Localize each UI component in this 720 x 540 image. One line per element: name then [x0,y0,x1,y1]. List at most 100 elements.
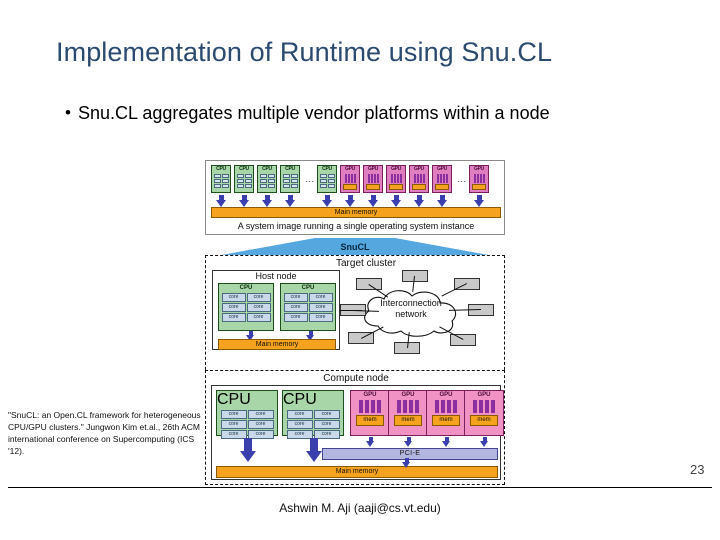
cpu-core-cell [267,173,275,178]
cpu-core: core [221,303,246,312]
ellipsis-icon: ... [457,174,467,184]
cpu-core: core [220,420,247,429]
cpu-core: core [313,430,340,439]
gpu-bus-arrow-icon [366,437,375,447]
ellipsis-icon: ... [305,174,315,184]
cpu-core-cell [213,183,221,188]
host-memory-arrow-icon [306,331,315,341]
cluster-node-box [450,334,476,346]
network-label-line1: Interconnection [380,298,442,308]
cpu-core-cell [327,183,335,188]
cpu-chip-cores [281,172,299,192]
cpu-core: core [308,303,333,312]
gpu-chip-body [470,172,488,192]
cpu-chip-label: CPU [239,166,249,172]
cpu-core-cell [213,178,221,183]
gpu-core-bar [436,174,439,183]
gpu-chip-body [341,172,359,192]
bullet-marker-icon: • [65,103,71,122]
cpu-chip: CPU [280,165,300,193]
cpu-core: core [246,293,271,302]
cpu-core-cell [282,173,290,178]
memory-link-arrow-icon [284,195,296,207]
gpu-chip-label: GPU [368,166,378,172]
system-main-memory-bar: Main memory [211,207,501,218]
cpu-chip: CPU [257,165,277,193]
cpu-chip: CPU [211,165,231,193]
gpu-chip-body [387,172,405,192]
gpu-core-bar [350,174,353,183]
gpu-core-bar [435,400,439,413]
cpu-core-cell [327,173,335,178]
cpu-core: core [246,303,271,312]
gpu-core-bars [389,399,427,413]
cpu-core-cell [244,173,252,178]
cpu-core: core [283,313,308,322]
cpu-core-cell [259,178,267,183]
compute-gpu-label: GPU [363,392,377,398]
gpu-core-bar [371,400,375,413]
gpu-core-bars [388,173,404,183]
gpu-core-bars [342,173,358,183]
compute-gpu-label: GPU [439,392,453,398]
compute-cpu-label: CPU [283,391,317,408]
gpu-memory-block [472,184,486,190]
footer-text: Ashwin M. Aji (aaji@cs.vt.edu) [279,501,441,515]
gpu-memory-block [366,184,380,190]
gpu-chip-label: GPU [437,166,447,172]
snucl-banner-label: SnuCL [315,240,395,255]
gpu-chip: GPU [363,165,383,193]
gpu-core-bars [434,173,450,183]
cpu-core-cell [290,178,298,183]
cpu-chip: CPU [234,165,254,193]
gpu-memory-block [412,184,426,190]
cpu-chip-cores [258,172,276,192]
gpu-core-bars [465,399,503,413]
gpu-core-bar [367,174,370,183]
cpu-chip-label: CPU [322,166,332,172]
gpu-core-bar [485,400,489,413]
gpu-memory-block: mem [394,415,422,426]
cpu-core-cell [282,178,290,183]
cpu-core-cell [319,178,327,183]
gpu-chip-label: GPU [414,166,424,172]
gpu-chip-label: GPU [474,166,484,172]
memory-link-arrow-icon [413,195,425,207]
memory-link-arrow-icon [473,195,485,207]
gpu-chip: GPU [432,165,452,193]
cpu-core-cell [221,183,229,188]
cpu-memory-arrow-icon [306,438,322,462]
cpu-core-cell [267,178,275,183]
host-memory-arrow-icon [246,331,255,341]
gpu-core-bar [396,174,399,183]
cpu-core-cell [319,183,327,188]
cpu-core-cell [221,173,229,178]
gpu-core-bar [447,400,451,413]
cpu-core: core [308,293,333,302]
gpu-chip-label: GPU [391,166,401,172]
cpu-chip-label: CPU [216,166,226,172]
host-cpu-label: CPU [301,285,315,291]
cpu-chip-cores [235,172,253,192]
gpu-core-bar [419,174,422,183]
gpu-core-bars [351,399,389,413]
cpu-core-cell [327,178,335,183]
cpu-core-cell [259,183,267,188]
host-node-title: Host node [255,271,297,281]
gpu-bus-arrow-icon [480,437,489,447]
gpu-core-bar [442,174,445,183]
cpu-core: core [283,293,308,302]
gpu-core-bar [376,174,379,183]
list-item: • Snu.CL aggregates multiple vendor plat… [58,100,658,126]
cpu-chip-cores [318,172,336,192]
gpu-memory-block [435,184,449,190]
compute-gpu-label: GPU [477,392,491,398]
gpu-core-bar [476,174,479,183]
